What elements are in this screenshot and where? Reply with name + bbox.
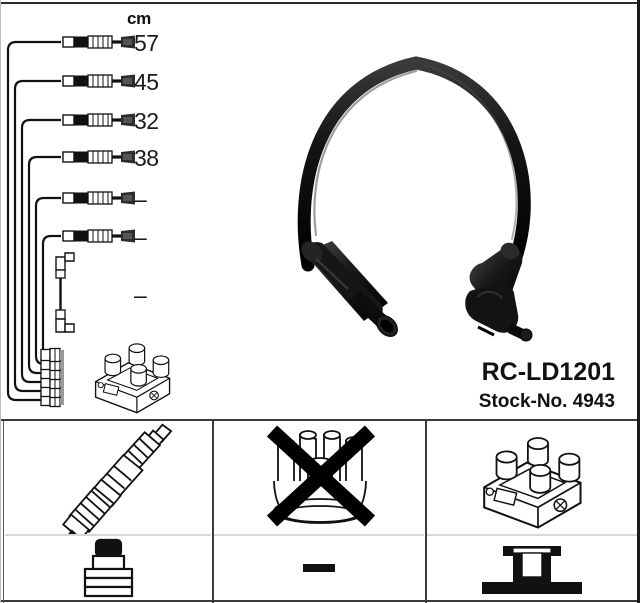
- frame-top-rule: [1, 2, 637, 4]
- dash-icon: [303, 564, 335, 572]
- panel-divider-1: [212, 421, 214, 603]
- measurement-value-4: 38: [134, 145, 159, 171]
- measurement-value-1: 57: [134, 30, 159, 56]
- measurement-column: cm 57 45 32 38 – – –: [127, 8, 187, 308]
- panel-1-subdivider: [5, 534, 211, 536]
- measurement-value-3: 32: [134, 108, 159, 134]
- panel-left-edge: [3, 421, 4, 603]
- panel-spark-plug-boot: [83, 538, 134, 598]
- panel-coil-top: [483, 437, 582, 529]
- wire-row-5: [34, 190, 136, 372]
- measurement-value-2: 45: [134, 69, 159, 95]
- schematic-coil-pack: [94, 343, 171, 414]
- panel-2-subdivider: [214, 534, 424, 536]
- wire-row-2: [13, 73, 136, 399]
- ignition-coil-icon: [483, 437, 582, 529]
- panel-spark-plug-top: [61, 423, 173, 534]
- spark-plug-boot-icon: [83, 538, 134, 598]
- cable-body: [297, 56, 531, 272]
- product-code: RC-LD1201: [481, 358, 615, 386]
- ignition-cable-illustration: [297, 56, 533, 342]
- straight-spark-plug-boot: [301, 241, 398, 337]
- measurement-value-6: –: [134, 224, 147, 250]
- wire-row-1: [6, 34, 136, 408]
- right-angle-coil-boot: [465, 242, 533, 342]
- wire-row-3: [20, 112, 136, 390]
- short-lead: [55, 252, 75, 333]
- coil-terminal-icon: [482, 546, 582, 594]
- panel-distributor-top: [266, 425, 376, 527]
- wire-row-6: [40, 228, 136, 363]
- wire-set-schematic: [6, 34, 171, 414]
- panel-3-subdivider: [427, 534, 637, 536]
- panel-divider-2: [425, 421, 427, 603]
- panel-coil-bottom: [482, 546, 582, 594]
- measurement-value-7: –: [134, 282, 147, 308]
- crossed-out-marker: [266, 425, 376, 527]
- product-stock-number: Stock-No. 4943: [478, 391, 615, 412]
- frame-middle-rule: [1, 419, 637, 421]
- measurement-unit-label: cm: [127, 9, 151, 28]
- spark-plug-icon: [61, 423, 173, 534]
- measurement-value-5: –: [134, 186, 147, 212]
- wire-row-4: [27, 149, 136, 381]
- panel-distributor-bottom: [303, 564, 335, 572]
- frame-bottom-rule: [1, 600, 637, 602]
